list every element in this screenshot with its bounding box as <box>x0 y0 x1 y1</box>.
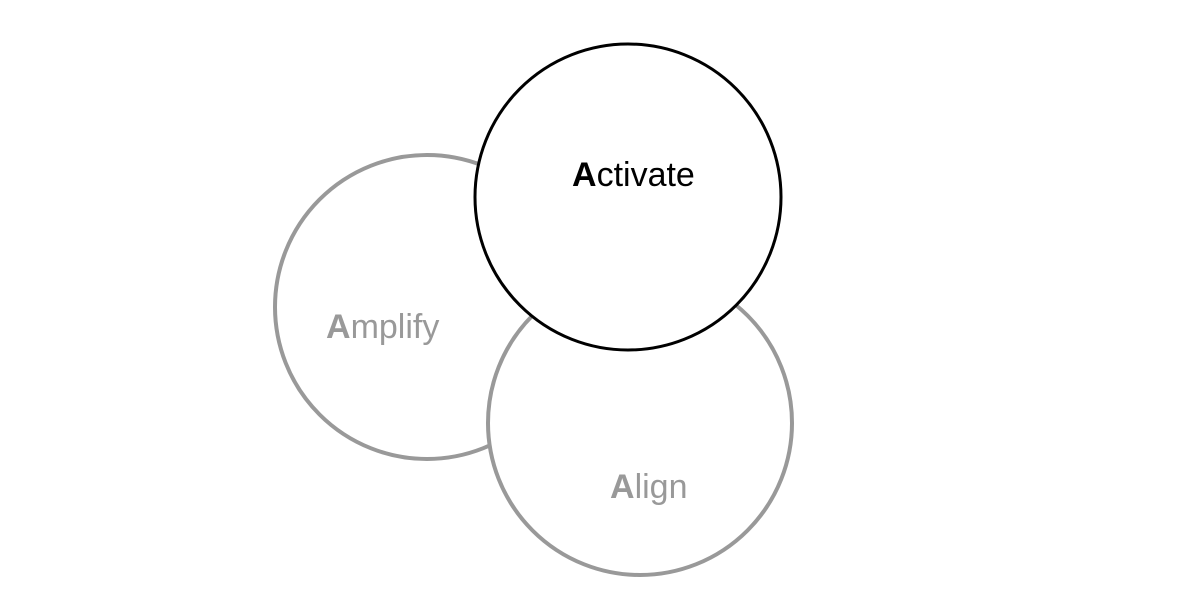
circle-align: Align <box>486 269 794 577</box>
circle-activate-outline <box>473 42 783 352</box>
circle-activate-rest: ctivate <box>597 156 695 194</box>
circle-align-initial: A <box>610 468 635 506</box>
circle-activate: Activate <box>473 42 783 352</box>
circle-align-rest: lign <box>635 468 688 506</box>
circle-amplify-label: Amplify <box>326 308 439 346</box>
circle-align-label: Align <box>610 468 688 506</box>
circle-activate-label: Activate <box>572 156 695 194</box>
circle-amplify-initial: A <box>326 308 351 346</box>
circle-activate-initial: A <box>572 156 597 194</box>
circle-amplify-rest: mplify <box>351 308 440 346</box>
